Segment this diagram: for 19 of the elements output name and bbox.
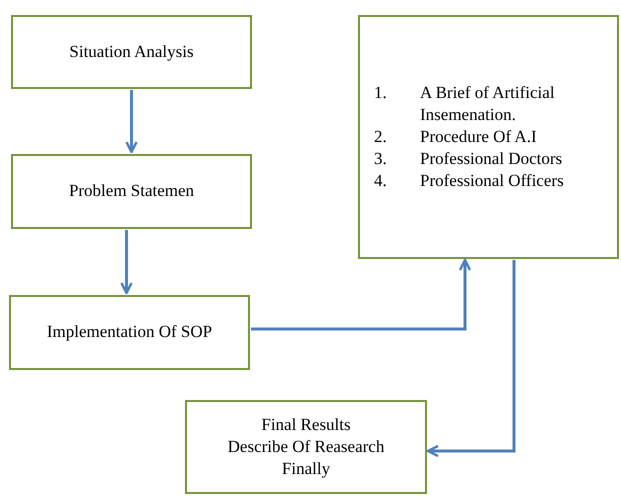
box-label: Problem Statemen: [68, 180, 194, 202]
box-label: Final Results: [261, 414, 351, 436]
box-label: Describe Of Reasearch: [228, 436, 384, 458]
process-box: [185, 400, 427, 494]
process-box: [9, 295, 250, 370]
list-item: 1. A Brief of Artificial Insemenation.: [374, 82, 556, 126]
box-label: Finally: [282, 458, 330, 480]
arrow: [120, 230, 133, 294]
arrow: [251, 258, 472, 330]
box-label: Situation Analysis: [69, 40, 194, 63]
process-box: [11, 154, 252, 229]
process-box: [11, 15, 252, 89]
arrow: [426, 260, 516, 458]
list-item: 2. Procedure Of A.I: [374, 126, 538, 148]
arrow: [125, 90, 138, 154]
box-label: Implementation Of SOP: [46, 321, 212, 344]
list-box: [358, 15, 619, 259]
list-item: 4. Professional Officers: [374, 170, 565, 192]
list-item: 3. Professional Doctors: [374, 148, 564, 170]
